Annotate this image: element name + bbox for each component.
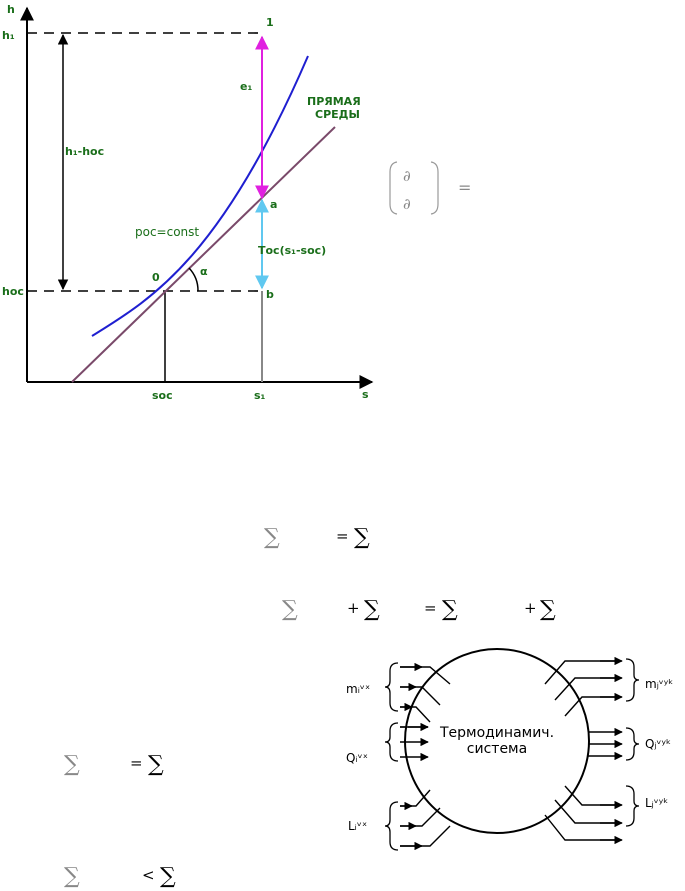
m-in-label: mᵢᵛˣ bbox=[346, 682, 370, 696]
isobar-label: pос=const bbox=[135, 225, 199, 239]
alpha-label: α bbox=[200, 265, 208, 278]
env-line-label-1: ПРЯМАЯ bbox=[307, 95, 361, 108]
balance-formula-2: ∑ + ∑ = ∑ + ∑ bbox=[282, 597, 556, 622]
q-in-label: Qᵢᵛˣ bbox=[346, 751, 368, 765]
sum-3b: ∑ bbox=[148, 752, 164, 777]
system-title-2: система bbox=[467, 741, 527, 757]
point-1-label: 1 bbox=[266, 16, 274, 29]
sum-4a: ∑ bbox=[64, 864, 80, 889]
plus-2a: + bbox=[347, 599, 360, 617]
sum-2d: ∑ bbox=[540, 597, 556, 622]
less-4: < bbox=[142, 866, 155, 884]
balance-formula-3: ∑ = ∑ bbox=[64, 752, 164, 777]
m-in-brace bbox=[384, 662, 399, 712]
system-circle bbox=[404, 648, 590, 834]
sum-2a: ∑ bbox=[282, 597, 298, 622]
l-out-brace bbox=[625, 785, 640, 827]
q-in-arrows bbox=[400, 722, 429, 762]
q-out-label: Qⱼᵛʸᵏ bbox=[645, 737, 671, 751]
equals-2: = bbox=[424, 599, 437, 617]
alpha-arc bbox=[188, 267, 199, 292]
q-out-arrows bbox=[588, 727, 623, 761]
l-out-label: Lⱼᵛʸᵏ bbox=[645, 796, 668, 810]
point-b-label: b bbox=[266, 288, 274, 301]
right-paren bbox=[430, 161, 439, 215]
system-title-1: Термодинамич. bbox=[439, 725, 554, 741]
q-out-brace bbox=[625, 727, 640, 761]
partial-top: ∂ bbox=[403, 167, 411, 185]
sum-2b: ∑ bbox=[364, 597, 380, 622]
plus-2b: + bbox=[524, 599, 537, 617]
isobar-curve bbox=[91, 55, 309, 337]
environment-line bbox=[71, 126, 336, 383]
partial-bottom: ∂ bbox=[403, 195, 411, 213]
sum-2c: ∑ bbox=[442, 597, 458, 622]
balance-formula-4: ∑ < ∑ bbox=[64, 864, 176, 889]
m-in-arrows bbox=[400, 662, 451, 723]
sum-1b: ∑ bbox=[354, 525, 370, 550]
hoc-label: hос bbox=[2, 285, 24, 298]
q-in-brace bbox=[384, 722, 399, 762]
balance-formula-1: ∑ = ∑ bbox=[264, 525, 370, 550]
h-diff-label: h₁-hос bbox=[65, 145, 104, 158]
e1-label: e₁ bbox=[240, 80, 252, 93]
s1-label: s₁ bbox=[254, 389, 266, 402]
m-out-arrows bbox=[544, 656, 623, 717]
l-out-arrows bbox=[544, 785, 623, 845]
thermo-system-diagram: Термодинамич. система bbox=[346, 648, 673, 851]
partial-formula: ∂ ∂ = bbox=[389, 161, 471, 215]
hs-chart: h s h₁ hос sос s₁ 1 a b 0 e₁ h₁-hос ПРЯМ… bbox=[2, 3, 374, 402]
soc-label: sос bbox=[152, 389, 173, 402]
m-out-brace bbox=[625, 658, 640, 702]
equals-3: = bbox=[130, 754, 143, 772]
x-axis-label: s bbox=[362, 388, 369, 401]
m-out-label: mⱼᵛʸᵏ bbox=[645, 677, 673, 691]
point-0-label: 0 bbox=[152, 271, 160, 284]
partial-equals: = bbox=[458, 178, 471, 197]
l-in-label: Lᵢᵛˣ bbox=[348, 819, 367, 833]
left-paren bbox=[389, 161, 398, 215]
point-a-label: a bbox=[270, 198, 277, 211]
toc-label: Tос(s₁-sос) bbox=[258, 244, 326, 257]
y-axis-label: h bbox=[7, 3, 15, 16]
sum-4b: ∑ bbox=[160, 864, 176, 889]
l-in-arrows bbox=[400, 789, 451, 851]
sum-3a: ∑ bbox=[64, 752, 80, 777]
h1-label: h₁ bbox=[2, 29, 15, 42]
sum-1a: ∑ bbox=[264, 525, 280, 550]
equals-1: = bbox=[336, 527, 349, 545]
env-line-label-2: СРЕДЫ bbox=[315, 108, 360, 121]
l-in-brace bbox=[384, 801, 399, 851]
